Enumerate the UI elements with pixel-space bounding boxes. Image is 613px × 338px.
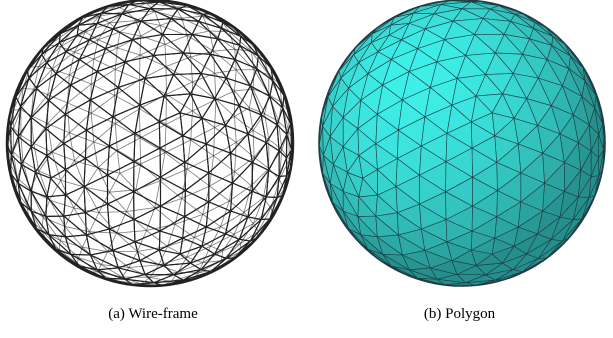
wireframe-sphere-image (5, 0, 295, 288)
polygon-mesh (318, 0, 606, 286)
panel-wireframe: (a) Wire-frame (0, 0, 306, 338)
panel-polygon: (b) Polygon (306, 0, 613, 338)
polygon-outline (318, 0, 606, 287)
caption-polygon: (b) Polygon (423, 306, 496, 322)
wireframe-outline (5, 0, 295, 288)
polygon-sphere-image (318, 0, 606, 287)
wireframe-mesh (6, 0, 294, 286)
caption-wireframe: (a) Wire-frame (108, 306, 198, 322)
